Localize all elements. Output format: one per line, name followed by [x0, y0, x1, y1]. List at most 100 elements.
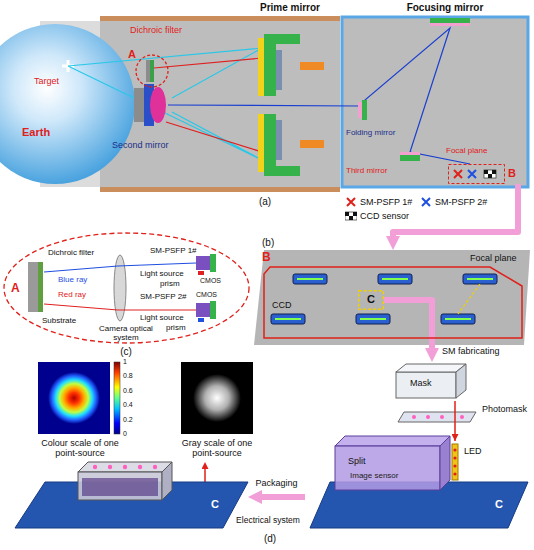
light-ray: [68, 48, 262, 160]
part-label: SM-PSFP 1#: [150, 246, 197, 255]
node-outline: [453, 472, 456, 475]
part-label: Folding mirror: [346, 128, 395, 137]
prime-mirror: [258, 34, 324, 176]
packaged-plate: C: [15, 482, 248, 528]
second-mirror: [150, 60, 154, 82]
node-outline: [449, 165, 505, 184]
node-outline: [396, 364, 466, 372]
photomask: [398, 401, 476, 441]
part-label: 0: [123, 430, 127, 438]
part-label: Second mirror: [112, 140, 169, 150]
prime-mirror: [264, 114, 300, 176]
photomask: [412, 415, 416, 419]
detail-square: C: [358, 290, 384, 310]
second-mirror: [146, 60, 150, 82]
earth: [0, 24, 135, 184]
light-ray: [168, 28, 470, 164]
camera-optics: [196, 256, 210, 270]
node-outline: [271, 314, 305, 324]
camera-optics: [44, 304, 196, 310]
part-label: 0.4: [123, 401, 133, 409]
legend-item: CCD sensor: [345, 211, 409, 221]
node-outline: [453, 456, 456, 459]
node-outline: [453, 448, 456, 451]
node-outline: [335, 436, 450, 446]
node-outline: [456, 364, 466, 398]
part-label: Light source: [140, 313, 184, 322]
signal-arrow: [204, 469, 206, 482]
node-outline: [463, 274, 497, 284]
node-outline: [484, 170, 496, 178]
node-outline: [356, 314, 390, 324]
node-outline: [193, 374, 241, 422]
part-label: Photomask: [482, 404, 527, 414]
focal-plane-box: B: [448, 164, 524, 184]
prime-mirror: [258, 38, 264, 96]
legend-symbol: [420, 197, 432, 207]
part-label: Focal plane: [446, 146, 487, 155]
flow-arrow: [262, 494, 305, 500]
part-label: (c): [120, 346, 132, 358]
node-outline: [458, 284, 480, 314]
camera-optics: [114, 255, 126, 321]
box-mirror: [358, 102, 362, 118]
detail-circle: A: [128, 48, 170, 90]
part-label: 0.8: [123, 372, 133, 380]
camera-optics: [210, 301, 216, 319]
legend-label: CCD sensor: [360, 211, 409, 221]
node-outline: [153, 465, 157, 469]
node-label: Mask: [410, 378, 432, 388]
box-mirror: [400, 152, 420, 155]
node-outline: [440, 436, 450, 490]
flow-arrow: [384, 300, 432, 348]
node-label: Colour scale of one point-source: [30, 438, 130, 459]
legend-symbol: [422, 198, 430, 206]
node-outline: [492, 170, 496, 174]
node-outline: [467, 278, 493, 280]
legend-symbol: [345, 197, 357, 207]
legend-symbol: [345, 212, 349, 216]
legend-label: SM-PSFP 2#: [435, 197, 487, 207]
node-outline: [38, 362, 110, 434]
telescope-tube: [100, 187, 340, 192]
node-outline: [78, 462, 172, 472]
node-outline: [335, 446, 440, 490]
node-outline: [452, 444, 458, 480]
part-label: prism: [160, 279, 180, 288]
optics-box: [342, 17, 528, 187]
part-label: (d): [264, 533, 276, 545]
part-label: Light source: [140, 269, 184, 278]
node-label: C: [495, 498, 503, 511]
part-label: 0.2: [123, 416, 133, 424]
box-mirror: [430, 23, 470, 26]
prime-mirror: [264, 34, 300, 96]
prime-mirror: [276, 120, 282, 160]
part-label: Target: [34, 76, 59, 86]
legend-symbol: [353, 212, 357, 216]
node-outline: [468, 170, 476, 178]
prime-mirror: [276, 50, 282, 90]
prime-mirror: [300, 62, 324, 70]
flow-arrow: [393, 184, 518, 236]
node-outline: [454, 170, 462, 178]
part-label: Third mirror: [346, 166, 387, 175]
second-mirror: [134, 60, 166, 126]
part-label: CCD: [272, 300, 292, 310]
part-label: Substrate: [42, 316, 76, 325]
part-label: Focusing mirror: [407, 2, 484, 14]
node-outline: [359, 291, 384, 310]
node-label: A: [11, 282, 20, 296]
node-outline: [123, 465, 127, 469]
node-outline: [396, 372, 456, 398]
node-outline: [162, 462, 172, 500]
edge-label: SM fabricating: [442, 346, 500, 356]
photomask: [426, 415, 430, 419]
prime-mirror: [300, 140, 324, 148]
node-outline: [382, 278, 408, 280]
node-outline: [297, 278, 323, 280]
node-label: B: [508, 167, 516, 180]
node-outline: [138, 465, 142, 469]
legend-symbol: [353, 216, 357, 220]
node-outline: [275, 318, 301, 320]
